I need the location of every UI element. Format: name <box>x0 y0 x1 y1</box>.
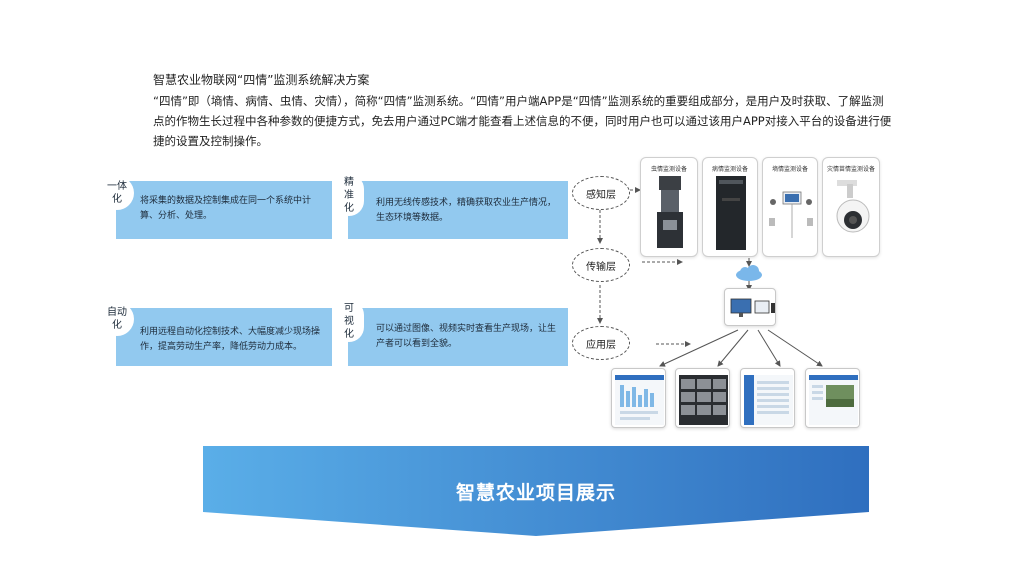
device-label-pest: 虫情监测设备 <box>650 166 687 173</box>
layer-transport: 传输层 <box>572 248 630 282</box>
layer-application: 应用层 <box>572 326 630 360</box>
device-card-disaster: 灾情苗情监测设备 <box>822 157 880 257</box>
screenshot-thumbnail <box>809 375 858 425</box>
layer-perception: 感知层 <box>572 176 630 210</box>
pest-monitor-icon <box>657 176 683 248</box>
banner-title: 智慧农业项目展示 <box>455 482 616 504</box>
platform-pc-card <box>724 288 776 326</box>
device-card-disease: 病情监测设备 <box>702 157 758 257</box>
device-card-soil: 墒情监测设备 <box>762 157 818 257</box>
device-label-soil: 墒情监测设备 <box>771 166 808 173</box>
app-screen-3 <box>740 368 795 428</box>
feature-card-precision <box>348 181 568 239</box>
device-label-disaster: 灾情苗情监测设备 <box>826 166 875 173</box>
device-label-disease: 病情监测设备 <box>711 166 748 173</box>
cloud-icon <box>736 265 762 281</box>
screenshot-thumbnail <box>679 375 728 425</box>
feature-text-automation: 利用远程自动化控制技术、大幅度减少现场操作，提高劳动生产率，降低劳动力成本。 <box>140 327 321 352</box>
arrow-pc-to-screen-1 <box>659 329 739 367</box>
arrow-pc-to-screen-4 <box>767 329 823 367</box>
screenshot-thumbnail <box>615 375 664 425</box>
computer-icon <box>730 298 775 317</box>
app-screen-2 <box>675 368 730 428</box>
app-screen-4 <box>805 368 860 428</box>
disease-monitor-icon <box>716 176 746 250</box>
feature-badge-precision: 精准化 <box>334 174 364 216</box>
feature-card-automation <box>116 308 332 366</box>
intro-paragraph: “四情”即（墒情、病情、虫情、灾情），简称“四情”监测系统。“四情”用户端APP… <box>153 94 892 148</box>
arrow-pc-to-screen-3 <box>757 329 781 367</box>
feature-card-visualization <box>348 308 568 366</box>
feature-text-precision: 利用无线传感技术，精确获取农业生产情况，生态环境等数据。 <box>376 198 557 223</box>
screenshot-thumbnail <box>744 375 793 425</box>
feature-badge-integration: 一体化 <box>100 176 134 210</box>
arrow-pc-to-screen-2 <box>717 329 749 367</box>
feature-text-integration: 将采集的数据及控制集成在同一个系统中计算、分析、处理。 <box>140 196 312 221</box>
soil-monitor-icon <box>769 191 813 238</box>
feature-badge-visualization: 可视化 <box>334 300 364 342</box>
camera-icon <box>836 180 870 233</box>
device-card-pest: 虫情监测设备 <box>640 157 698 257</box>
page-title: 智慧农业物联网“四情”监测系统解决方案 <box>153 73 370 87</box>
feature-badge-automation: 自动化 <box>100 302 134 336</box>
feature-card-integration <box>116 181 332 239</box>
app-screen-1 <box>611 368 666 428</box>
banner-shape <box>203 446 869 536</box>
feature-text-visualization: 可以通过图像、视频实时查看生产现场，让生产者可以看到全貌。 <box>376 324 557 349</box>
